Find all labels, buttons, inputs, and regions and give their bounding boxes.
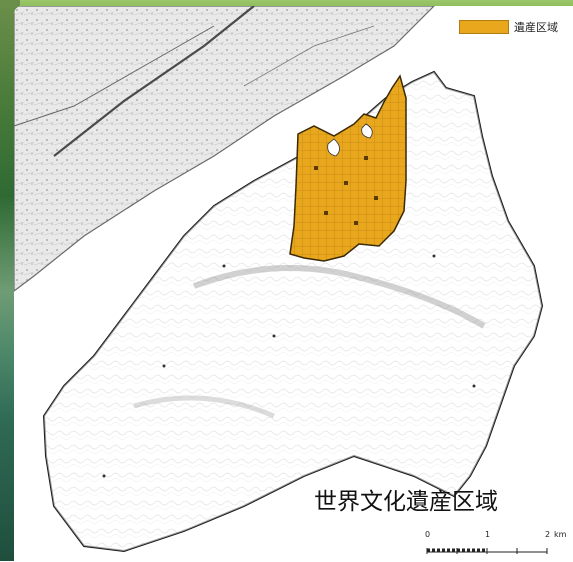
mainland-road (53, 6, 255, 157)
shrine-symbols (314, 156, 378, 225)
scale-tick-1: 1 (485, 530, 491, 539)
scale-bar: 0 1 2 km (422, 530, 572, 558)
ridge-shading (192, 265, 486, 329)
mainland-road-3 (243, 25, 375, 87)
header-strip (0, 0, 573, 10)
heritage-area (289, 74, 407, 262)
mainland-road-2 (14, 25, 215, 127)
legend-swatch (459, 20, 509, 34)
map-place-markers (102, 254, 476, 478)
scale-tick-0: 0 (425, 530, 431, 539)
scale-tick-2: 2 (545, 530, 551, 539)
bay-water (327, 138, 340, 157)
mainland-area (14, 6, 435, 292)
scale-bar-icon (426, 548, 548, 554)
legend-label: 遺産区域 (514, 21, 558, 34)
map-caption: 世界文化遺産区域 (314, 489, 498, 515)
legend: 遺産区域 (459, 20, 558, 34)
map-panel (14, 6, 573, 561)
island-map (14, 6, 544, 553)
scale-unit: km (554, 530, 567, 539)
